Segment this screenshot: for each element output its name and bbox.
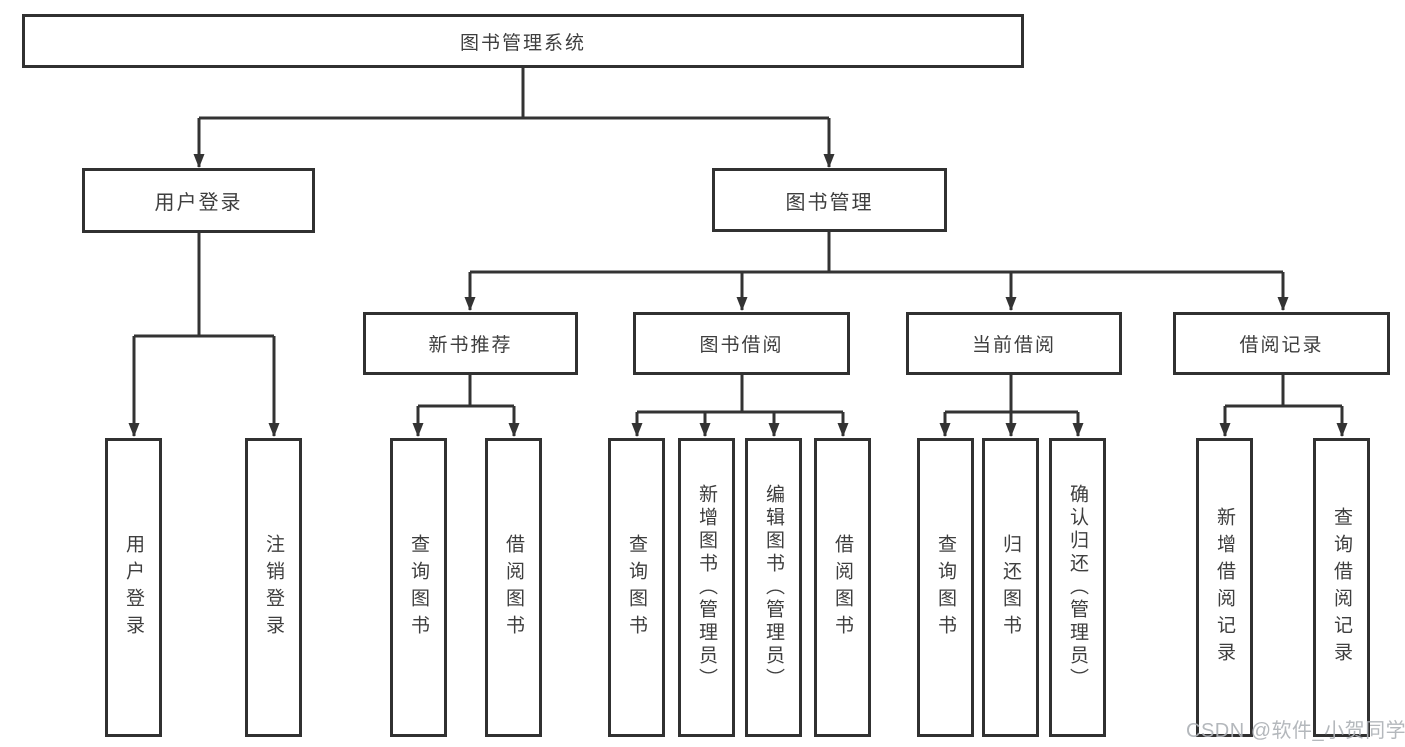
leaf-cb-query-books: 查询图书: [917, 438, 974, 737]
node-current-borrow: 当前借阅: [906, 312, 1122, 375]
leaf-logout: 注销登录: [245, 438, 302, 737]
node-book-borrow: 图书借阅: [633, 312, 850, 375]
leaf-bb-borrow-books: 借阅图书: [814, 438, 871, 737]
node-book-management: 图书管理: [712, 168, 947, 232]
leaf-user-login: 用户登录: [105, 438, 162, 737]
leaf-rec-borrow-books: 借阅图书: [485, 438, 542, 737]
node-user-login: 用户登录: [82, 168, 315, 233]
node-new-book-recommend: 新书推荐: [363, 312, 578, 375]
leaf-br-query-record: 查询借阅记录: [1313, 438, 1370, 737]
leaf-br-add-record: 新增借阅记录: [1196, 438, 1253, 737]
leaf-bb-edit-books-admin: 编辑图书（管理员）: [745, 438, 802, 737]
node-system-root: 图书管理系统: [22, 14, 1024, 68]
leaf-rec-query-books: 查询图书: [390, 438, 447, 737]
node-borrow-record: 借阅记录: [1173, 312, 1390, 375]
leaf-bb-query-books: 查询图书: [608, 438, 665, 737]
leaf-cb-confirm-return-admin: 确认归还（管理员）: [1049, 438, 1106, 737]
leaf-cb-return-books: 归还图书: [982, 438, 1039, 737]
leaf-bb-add-books-admin: 新增图书（管理员）: [678, 438, 735, 737]
csdn-watermark: CSDN @软件_小贺同学: [1186, 720, 1405, 742]
